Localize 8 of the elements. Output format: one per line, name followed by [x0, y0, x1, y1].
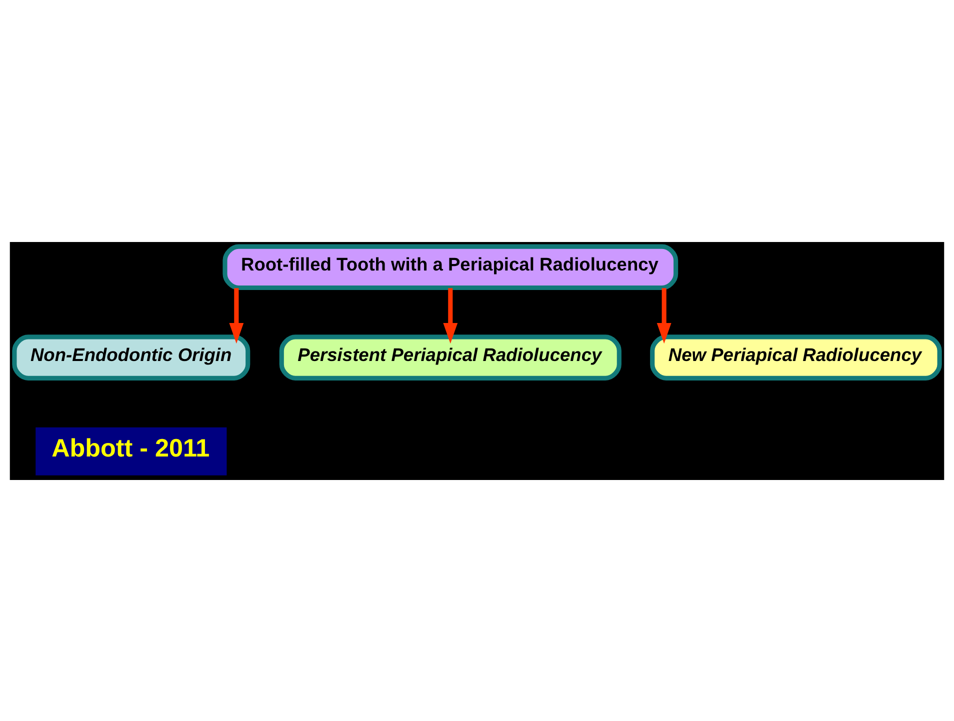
node-box: New Periapical Radiolucency: [650, 334, 942, 380]
arrow: [443, 288, 458, 344]
node-box: Non-Endodontic Origin: [12, 334, 250, 380]
node-box: Persistent Periapical Radiolucency: [279, 334, 622, 380]
label: Abbott - 2011: [52, 434, 210, 462]
arrow: [656, 288, 672, 344]
arrow: [229, 288, 244, 344]
node-box: Root-filled Tooth with a Periapical Radiolucency: [222, 244, 678, 290]
